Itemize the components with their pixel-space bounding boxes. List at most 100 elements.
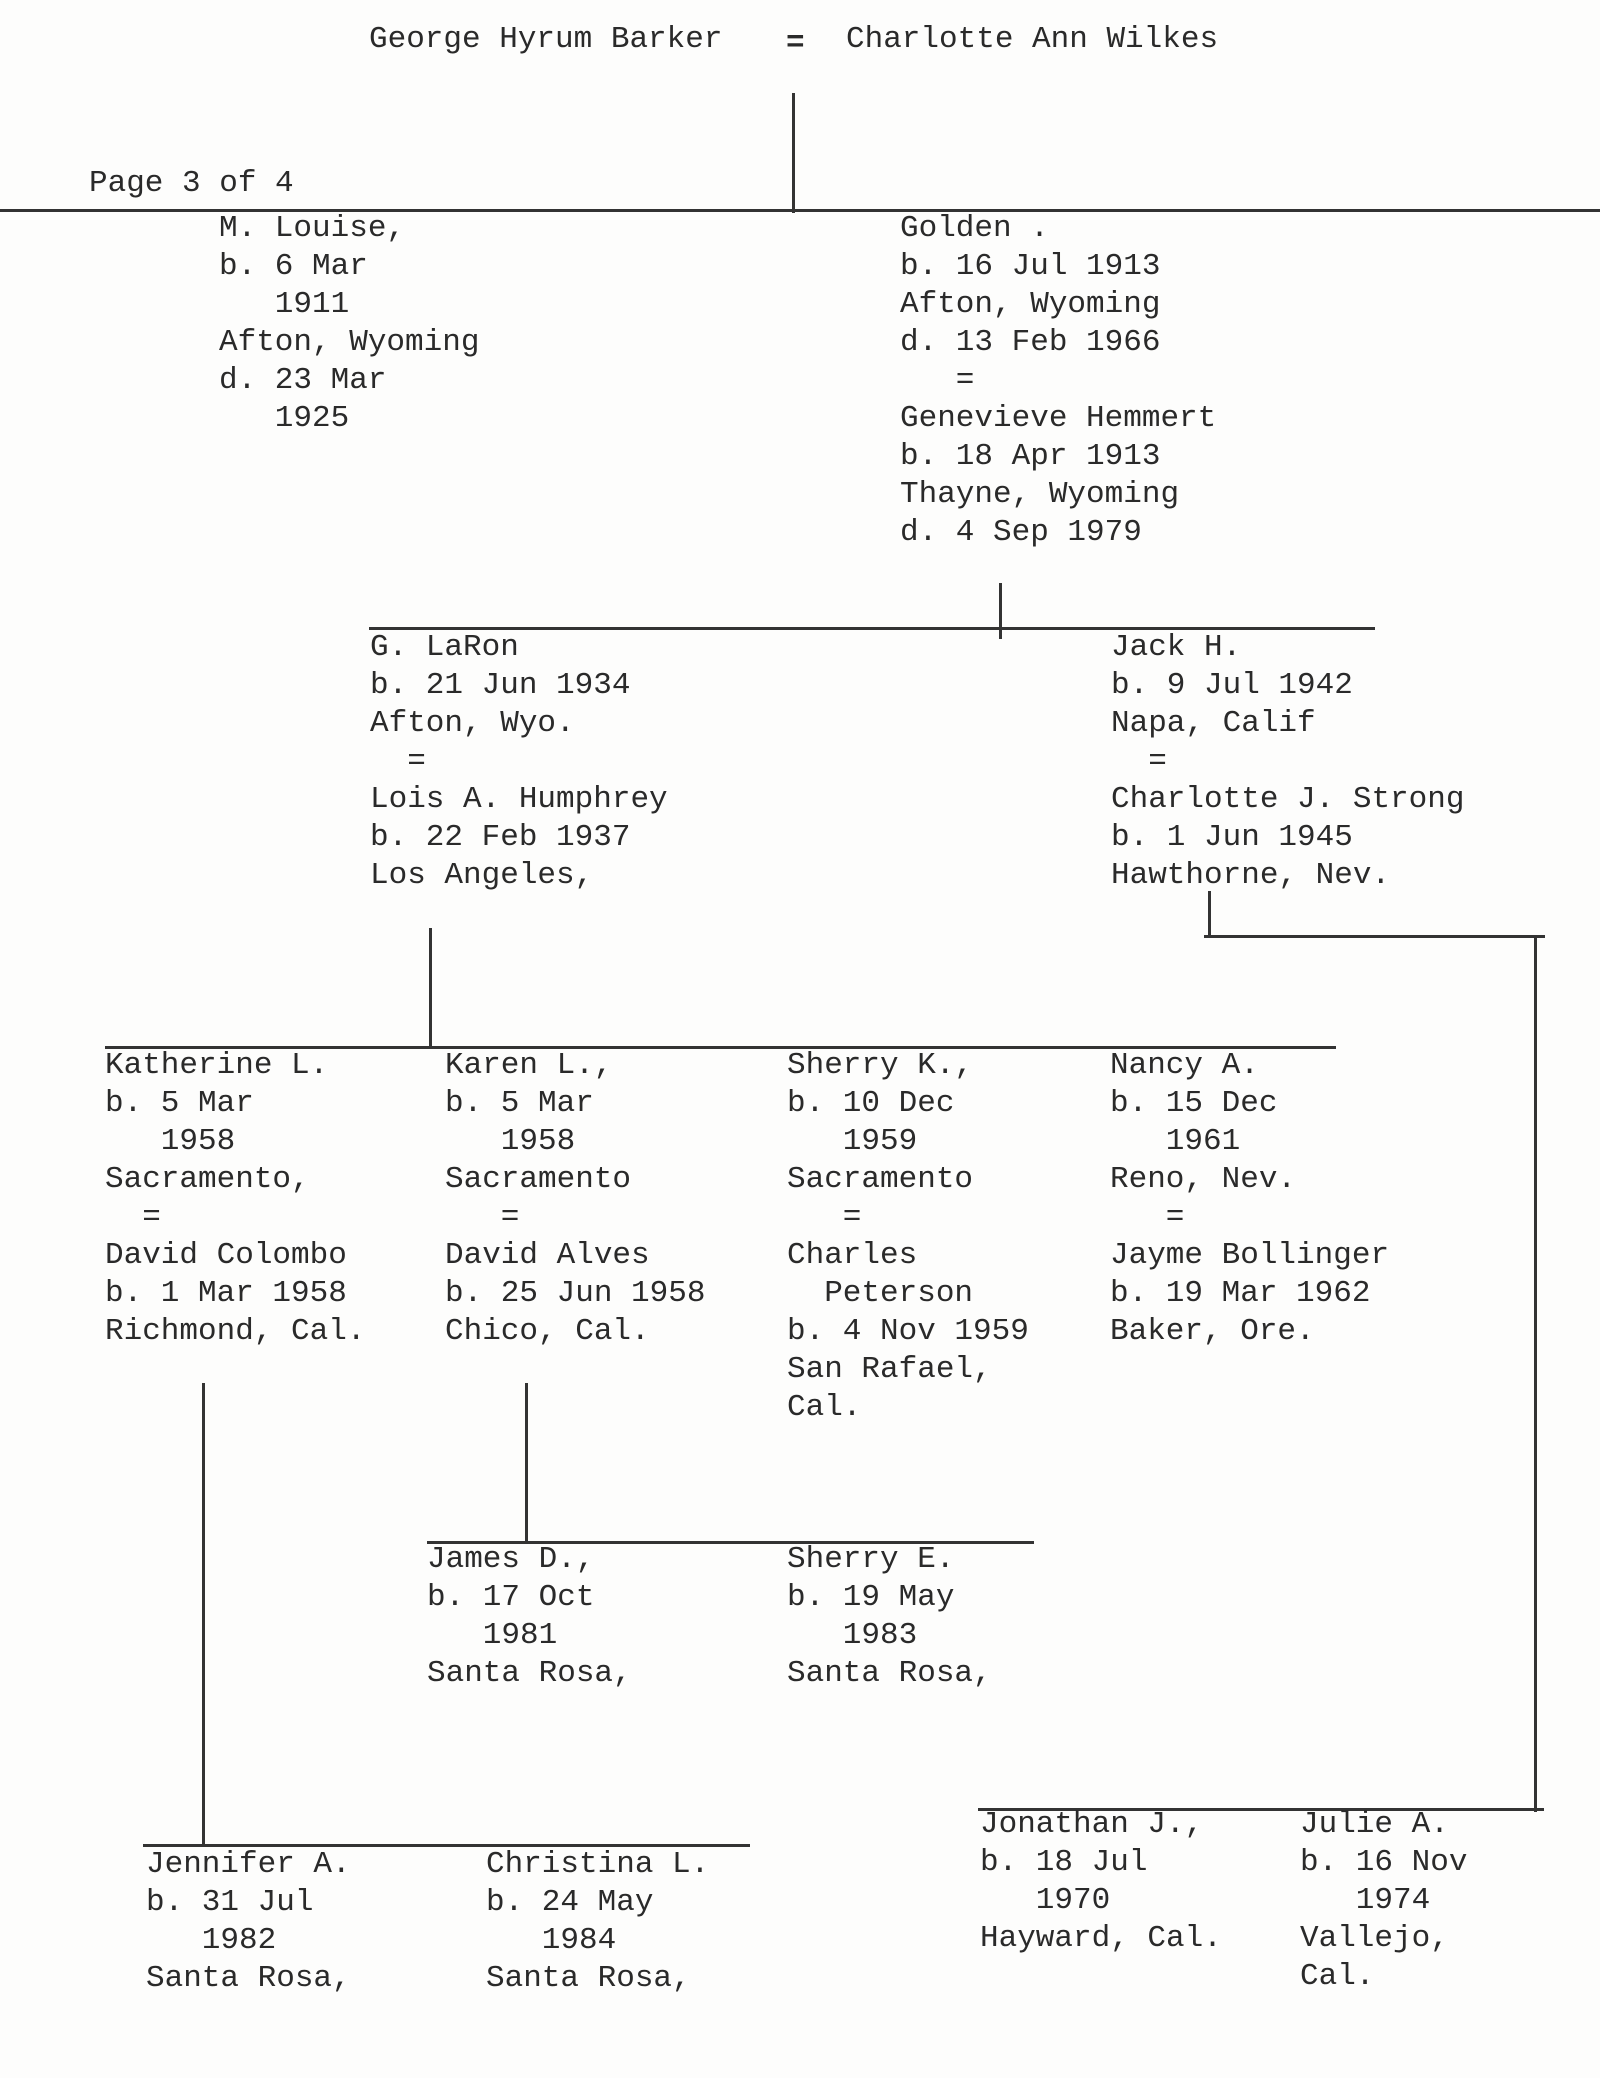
person-line: Santa Rosa,	[787, 1656, 992, 1691]
connector-golden-down	[999, 583, 1002, 639]
connector-parents	[792, 93, 795, 213]
person-line: =	[105, 1200, 161, 1235]
person-line: b. 9 Jul 1942	[1111, 668, 1353, 703]
father-name: George Hyrum Barker	[369, 22, 723, 57]
person-line: James D.,	[427, 1542, 595, 1577]
mother-name: Charlotte Ann Wilkes	[846, 22, 1219, 57]
connector-jack-across	[1204, 935, 1545, 938]
person-line: San Rafael,	[787, 1352, 992, 1387]
person-line: 1958	[445, 1124, 576, 1159]
person-line: Jennifer A.	[146, 1847, 351, 1882]
person-line: b. 18 Jul	[980, 1845, 1148, 1880]
person-line: David Alves	[445, 1238, 650, 1273]
person-line: 1961	[1110, 1124, 1241, 1159]
person-line: b. 6 Mar	[219, 249, 368, 284]
person-line: d. 13 Feb 1966	[900, 325, 1161, 360]
person-line: Baker, Ore.	[1110, 1314, 1315, 1349]
person-line: =	[370, 744, 426, 779]
person-line: d. 23 Mar	[219, 363, 387, 398]
person-line: Los Angeles,	[370, 858, 594, 893]
person-line: Karen L.,	[445, 1048, 613, 1083]
person-line: David Colombo	[105, 1238, 347, 1273]
person-line: 1959	[787, 1124, 918, 1159]
person-line: b. 19 Mar 1962	[1110, 1276, 1371, 1311]
person-line: Reno, Nev.	[1110, 1162, 1297, 1197]
connector-karen-down	[525, 1383, 528, 1542]
person-line: Sherry K.,	[787, 1048, 974, 1083]
person-line: =	[900, 363, 975, 398]
person-line: b. 5 Mar	[445, 1086, 594, 1121]
person-line: G. LaRon	[370, 630, 519, 665]
person-line: Afton, Wyo.	[370, 706, 575, 741]
person-line: 1970	[980, 1883, 1111, 1918]
person-line: Nancy A.	[1110, 1048, 1259, 1083]
connector-jack-down	[1208, 891, 1211, 937]
person-line: b. 1 Mar 1958	[105, 1276, 347, 1311]
connector-laron-down	[429, 928, 432, 1048]
person-line: =	[1111, 744, 1167, 779]
person-line: b. 5 Mar	[105, 1086, 254, 1121]
person-line: b. 21 Jun 1934	[370, 668, 631, 703]
person-line: Thayne, Wyoming	[900, 477, 1180, 512]
person-line: 1925	[219, 401, 350, 436]
person-line: b. 15 Dec	[1110, 1086, 1278, 1121]
person-line: 1983	[787, 1618, 918, 1653]
connector-gen1	[0, 209, 1600, 212]
person-line: b. 25 Jun 1958	[445, 1276, 706, 1311]
person-line: b. 22 Feb 1937	[370, 820, 631, 855]
person-line: b. 31 Jul	[146, 1885, 314, 1920]
connector-jack-children	[978, 1808, 1544, 1811]
person-line: Hayward, Cal.	[980, 1921, 1222, 1956]
person-line: Cal.	[787, 1390, 862, 1425]
person-line: b. 10 Dec	[787, 1086, 955, 1121]
person-line: b. 18 Apr 1913	[900, 439, 1161, 474]
person-line: =	[787, 1200, 862, 1235]
person-line: Afton, Wyoming	[219, 325, 480, 360]
person-line: Jayme Bollinger	[1110, 1238, 1390, 1273]
person-line: 1958	[105, 1124, 236, 1159]
person-line: Richmond, Cal.	[105, 1314, 366, 1349]
person-line: Katherine L.	[105, 1048, 329, 1083]
person-line: Hawthorne, Nev.	[1111, 858, 1391, 893]
person-line: Afton, Wyoming	[900, 287, 1161, 322]
person-line: Sherry E.	[787, 1542, 955, 1577]
person-line: 1974	[1300, 1883, 1431, 1918]
person-line: Charlotte J. Strong	[1111, 782, 1465, 817]
person-line: 1982	[146, 1923, 277, 1958]
person-line: Charles	[787, 1238, 918, 1273]
person-line: Santa Rosa,	[486, 1961, 691, 1996]
connector-gen2	[369, 627, 1375, 630]
person-line: Sacramento	[445, 1162, 632, 1197]
marriage-symbol: =	[786, 26, 805, 61]
connector-karen-children	[427, 1541, 1034, 1544]
person-line: Sacramento,	[105, 1162, 310, 1197]
person-line: Chico, Cal.	[445, 1314, 650, 1349]
connector-gen3	[105, 1046, 1336, 1049]
person-line: d. 4 Sep 1979	[900, 515, 1142, 550]
person-line: b. 17 Oct	[427, 1580, 595, 1615]
person-line: b. 4 Nov 1959	[787, 1314, 1029, 1349]
person-line: =	[445, 1200, 520, 1235]
person-line: Julie A.	[1300, 1807, 1449, 1842]
person-line: Napa, Calif	[1111, 706, 1316, 741]
person-line: Sacramento	[787, 1162, 974, 1197]
person-line: 1981	[427, 1618, 558, 1653]
person-line: b. 1 Jun 1945	[1111, 820, 1353, 855]
person-line: Jonathan J.,	[980, 1807, 1204, 1842]
person-line: 1911	[219, 287, 350, 322]
person-line: Vallejo,	[1300, 1921, 1449, 1956]
person-line: b. 24 May	[486, 1885, 654, 1920]
connector-katherine-children	[143, 1844, 750, 1847]
